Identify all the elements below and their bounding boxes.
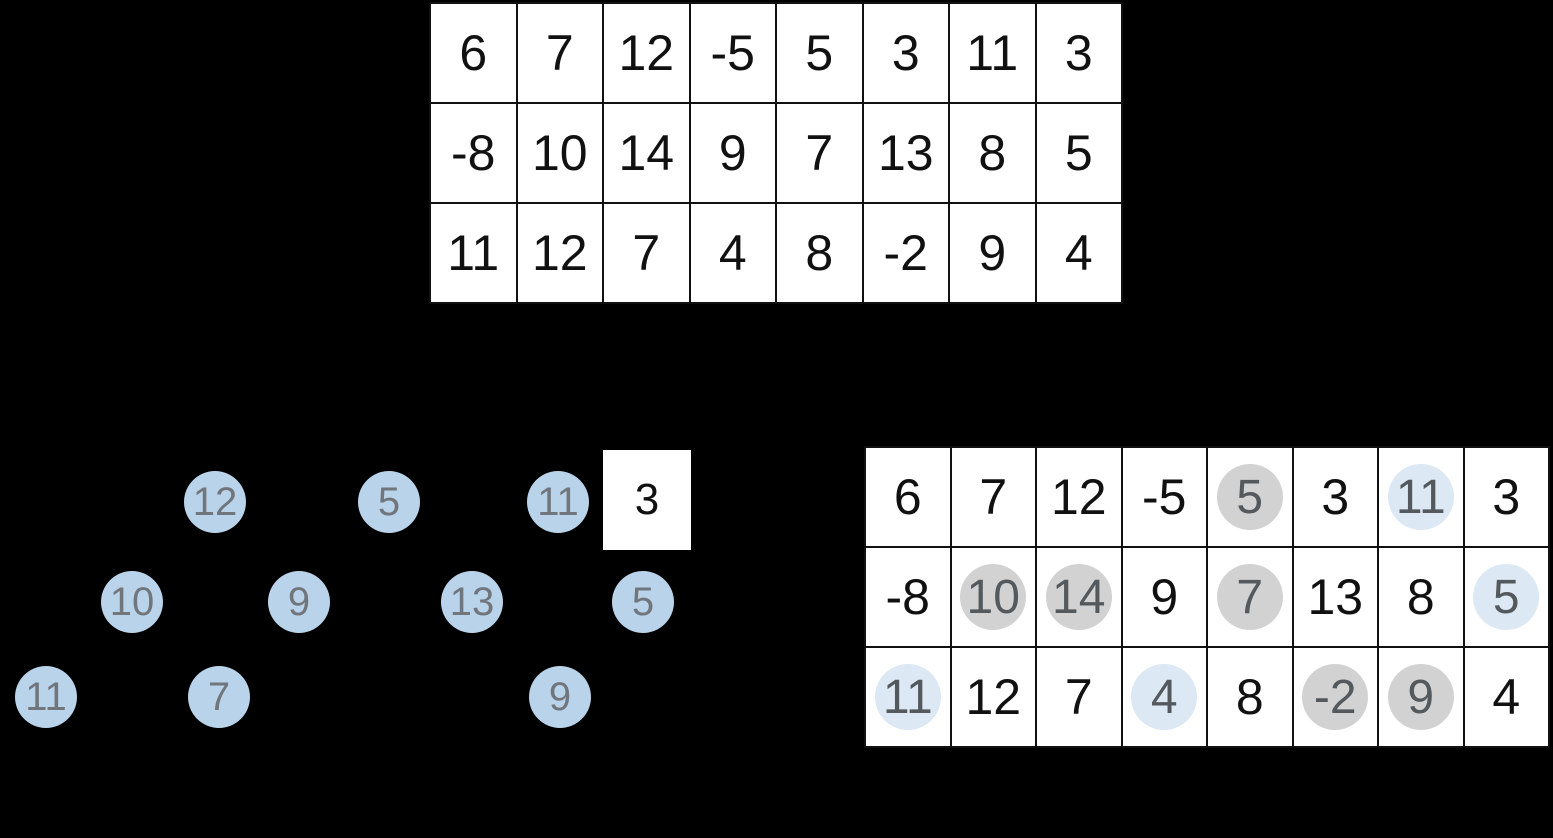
table-cell: -2 <box>1293 648 1377 746</box>
table-cell: 8 <box>950 104 1035 202</box>
blue-highlight-circle: 4 <box>1131 664 1198 730</box>
table-cell: -5 <box>1122 448 1206 546</box>
table-cell: 3 <box>1036 4 1121 102</box>
table-cell: 9 <box>950 204 1035 302</box>
table-cell: 13 <box>1293 548 1377 646</box>
table-cell: 3 <box>1293 448 1377 546</box>
heap-node: 5 <box>358 471 420 533</box>
table-cell: 12 <box>517 204 602 302</box>
table-cell: 9 <box>1379 648 1463 746</box>
table-cell: 8 <box>1208 648 1292 746</box>
heap-node: 7 <box>188 666 250 728</box>
table-cell: -5 <box>690 4 775 102</box>
table-cell: 5 <box>1208 448 1292 546</box>
table-cell: -8 <box>866 548 950 646</box>
table-cell: 12 <box>951 648 1035 746</box>
table-cell: 12 <box>1037 448 1121 546</box>
table-cell: 4 <box>690 204 775 302</box>
table-cell: 6 <box>866 448 950 546</box>
blue-highlight-circle: 11 <box>874 664 941 730</box>
table-cell: 7 <box>951 448 1035 546</box>
table-cell: 10 <box>517 104 602 202</box>
table-cell: 11 <box>866 648 950 746</box>
table-cell: 4 <box>1464 648 1548 746</box>
heap-node: 5 <box>612 571 674 633</box>
table-cell: -2 <box>863 204 948 302</box>
table-cell: 3 <box>863 4 948 102</box>
table-cell: 6 <box>431 4 516 102</box>
gray-highlight-circle: 14 <box>1045 564 1112 630</box>
gray-highlight-circle: 9 <box>1387 664 1454 730</box>
table-cell: 7 <box>1208 548 1292 646</box>
heap-node: 11 <box>15 666 77 728</box>
heap-node: 10 <box>101 571 163 633</box>
heap-node: 12 <box>184 471 246 533</box>
table-cell: 12 <box>604 4 689 102</box>
gray-highlight-circle: -2 <box>1302 664 1369 730</box>
blue-highlight-circle: 5 <box>1473 564 1540 630</box>
gray-highlight-circle: 7 <box>1216 564 1283 630</box>
table-cell: 4 <box>1122 648 1206 746</box>
table-cell: 4 <box>1036 204 1121 302</box>
table-cell: -8 <box>431 104 516 202</box>
table-cell: 14 <box>1037 548 1121 646</box>
table-cell: 7 <box>1037 648 1121 746</box>
table-cell: 13 <box>863 104 948 202</box>
table-cell: 8 <box>1379 548 1463 646</box>
table-cell: 10 <box>951 548 1035 646</box>
table-cell: 5 <box>1036 104 1121 202</box>
heap-node: 9 <box>529 666 591 728</box>
table-cell: 8 <box>777 204 862 302</box>
table-cell: 11 <box>950 4 1035 102</box>
table-cell: 11 <box>431 204 516 302</box>
gray-highlight-circle: 10 <box>960 564 1027 630</box>
table-cell: 9 <box>1122 548 1206 646</box>
blue-highlight-circle: 11 <box>1387 464 1454 530</box>
table-cell: 7 <box>517 4 602 102</box>
table-cell: 5 <box>777 4 862 102</box>
table-cell: 5 <box>1464 548 1548 646</box>
table-cell: 14 <box>604 104 689 202</box>
gray-highlight-circle: 5 <box>1216 464 1283 530</box>
table-cell: 3 <box>1464 448 1548 546</box>
table-cell: 7 <box>777 104 862 202</box>
heap-node: 9 <box>268 571 330 633</box>
table-cell: 9 <box>690 104 775 202</box>
table-cell: 7 <box>604 204 689 302</box>
pending-element-value: 3 <box>634 475 660 524</box>
heap-node: 11 <box>527 471 589 533</box>
table-cell: 11 <box>1379 448 1463 546</box>
pending-element-box: 3 <box>603 450 691 550</box>
heap-node: 13 <box>441 571 503 633</box>
